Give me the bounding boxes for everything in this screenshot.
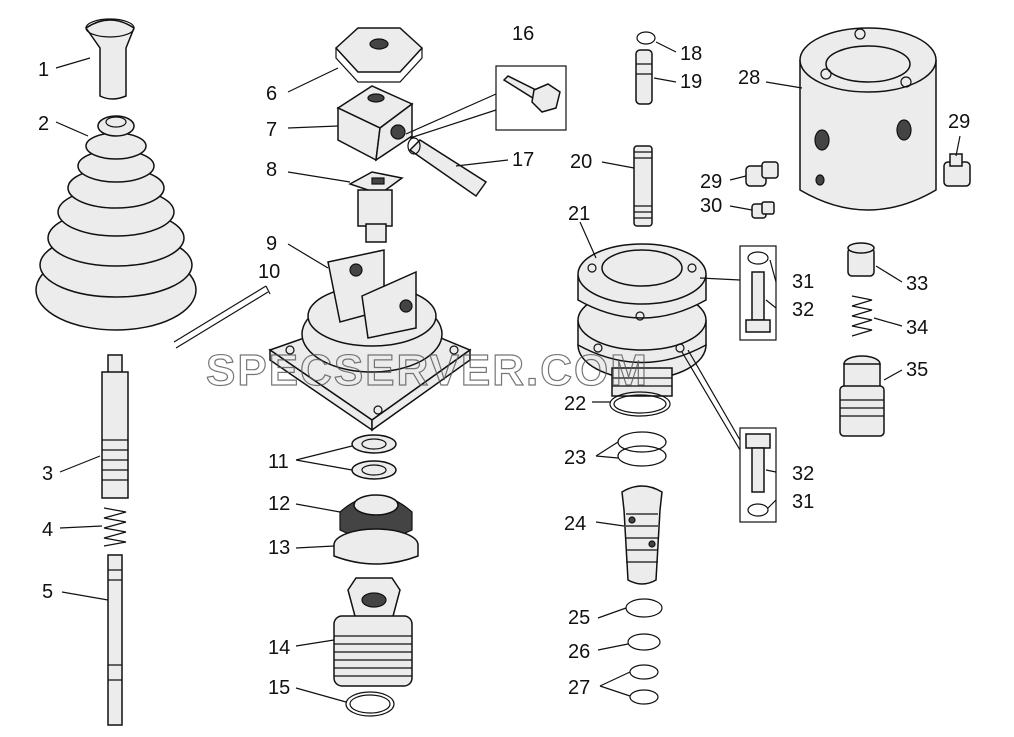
part-33-cap (847, 242, 875, 277)
callout-18: 18 (680, 43, 702, 65)
callout-8: 8 (266, 159, 277, 181)
callout-5: 5 (42, 581, 53, 603)
callout-20: 20 (570, 151, 592, 173)
part-5-rod (107, 554, 123, 726)
callout-labels: 1 2 3 4 5 6 7 8 9 10 11 12 13 14 15 16 1… (38, 23, 970, 699)
callout-13: 13 (268, 537, 290, 559)
watermark-text: SPECSERVER.COM (206, 346, 649, 395)
callout-26: 26 (568, 641, 590, 663)
callout-29-left: 29 (700, 171, 722, 193)
part-20-stud (633, 145, 653, 227)
callout-33: 33 (906, 273, 928, 295)
part-13-cup (333, 528, 419, 565)
callout-28: 28 (738, 67, 760, 89)
part-6-hex-nut (334, 27, 424, 83)
part-27-o-rings (629, 664, 659, 705)
callout-15: 15 (268, 677, 290, 699)
callout-32-top: 32 (792, 299, 814, 321)
part-4-spring (103, 507, 127, 547)
part-34-spring (851, 295, 873, 337)
callout-35: 35 (906, 359, 928, 381)
callout-31-top: 31 (792, 271, 814, 293)
callout-7: 7 (266, 119, 277, 141)
callout-10: 10 (258, 261, 280, 283)
leader-lines (55, 41, 961, 703)
callout-25: 25 (568, 607, 590, 629)
callout-24: 24 (564, 513, 586, 535)
callout-16: 16 (512, 23, 534, 45)
callout-11: 11 (268, 451, 289, 473)
callout-3: 3 (42, 463, 53, 485)
callout-32-bottom: 32 (792, 463, 814, 485)
callout-34: 34 (906, 317, 928, 339)
callout-6: 6 (266, 83, 277, 105)
callout-19: 19 (680, 71, 702, 93)
part-11-washers (351, 434, 397, 480)
part-28-housing (799, 27, 937, 211)
callout-9: 9 (266, 233, 277, 255)
part-29-plug-right (943, 153, 971, 187)
callout-17: 17 (512, 149, 534, 171)
part-16-bolt-inset (495, 65, 567, 131)
part-15-o-ring (345, 691, 395, 717)
part-9-fork-base (268, 249, 472, 432)
part-19-pin (635, 49, 653, 105)
callout-22: 22 (564, 393, 586, 415)
part-25-o-ring (625, 598, 663, 618)
part-31-32-bolt-washer-inset-top (739, 245, 777, 341)
callout-4: 4 (42, 519, 53, 541)
part-30-plug (751, 201, 775, 219)
part-2-rubber-boot (35, 115, 197, 331)
part-21-valve-body (577, 243, 707, 397)
callout-21: 21 (568, 203, 590, 225)
part-10-pin (173, 285, 269, 349)
part-35-check-valve (839, 355, 885, 437)
part-17-pin (407, 137, 488, 198)
part-18-ring (636, 31, 656, 45)
part-12-seal (339, 494, 413, 540)
part-24-spool (621, 485, 663, 585)
callout-30: 30 (700, 195, 722, 217)
part-8-cap (348, 171, 404, 243)
callout-12: 12 (268, 493, 290, 515)
part-23-o-rings (617, 431, 667, 467)
part-3-shaft (101, 354, 129, 499)
callout-27: 27 (568, 677, 590, 699)
part-7-block (336, 85, 414, 162)
part-31-32-bolt-washer-inset-bottom (739, 427, 777, 523)
callout-23: 23 (564, 447, 586, 469)
callout-2: 2 (38, 113, 49, 135)
part-22-o-ring (609, 391, 671, 417)
callout-14: 14 (268, 637, 290, 659)
part-29-plug-left (745, 161, 779, 187)
part-26-o-ring (627, 633, 661, 651)
callout-29-right: 29 (948, 111, 970, 133)
callout-1: 1 (38, 59, 49, 81)
callout-31-bottom: 31 (792, 491, 814, 513)
part-14-fitting (333, 577, 413, 687)
part-1-knob (84, 18, 135, 100)
